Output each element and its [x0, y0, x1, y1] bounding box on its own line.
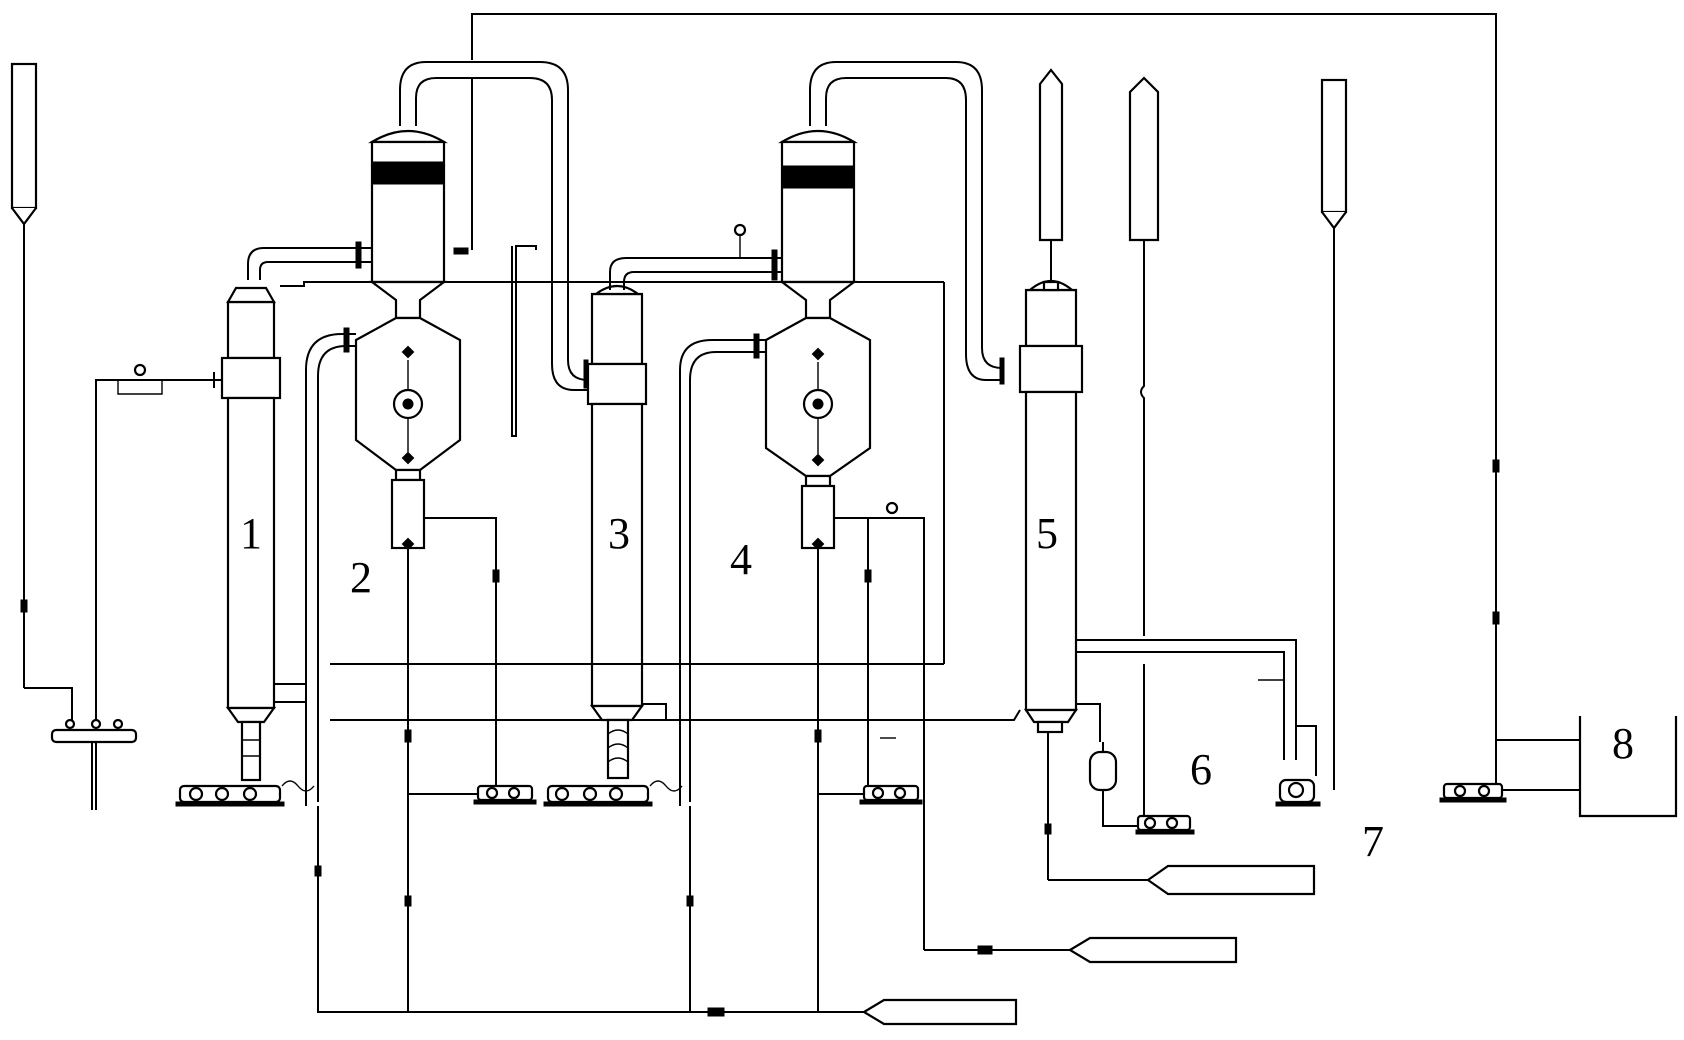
cooling-water-lines [1076, 639, 1317, 776]
discharge-lines [404, 501, 925, 1012]
pump-1 [175, 780, 315, 807]
product-lines [314, 806, 1316, 1026]
label-3: 3 [608, 509, 630, 558]
pump-3 [543, 780, 683, 807]
label-6: 6 [1190, 745, 1212, 794]
vent-candle-left [1038, 68, 1064, 242]
label-2: 2 [350, 553, 372, 602]
header-lines [274, 245, 1021, 721]
vapor-loop-2-3 [399, 61, 589, 391]
label-5: 5 [1036, 509, 1058, 558]
vapor-loop-4-5 [809, 61, 1005, 385]
heater-3 [583, 284, 648, 780]
label-8: 8 [1612, 719, 1634, 768]
tank-8 [1495, 716, 1678, 818]
label-4: 4 [730, 535, 752, 584]
recycle-pipes [305, 327, 766, 806]
pump-7 [1275, 778, 1321, 807]
heater-1 [213, 286, 282, 782]
vent-candle-middle [1128, 76, 1160, 636]
labels: 1 2 3 4 5 6 7 8 [240, 509, 1634, 866]
feed-manifold [50, 363, 224, 810]
vent-candle-right [1320, 78, 1348, 790]
left-tall-vessel [10, 62, 73, 726]
condenser-5 [1018, 240, 1084, 880]
separator-4 [733, 130, 872, 586]
separator-2 [354, 130, 462, 586]
label-1: 1 [240, 509, 262, 558]
pump-8 [1439, 782, 1507, 803]
receiver-6 [1076, 664, 1195, 835]
label-7: 7 [1362, 817, 1384, 866]
top-return-line [471, 13, 1500, 720]
